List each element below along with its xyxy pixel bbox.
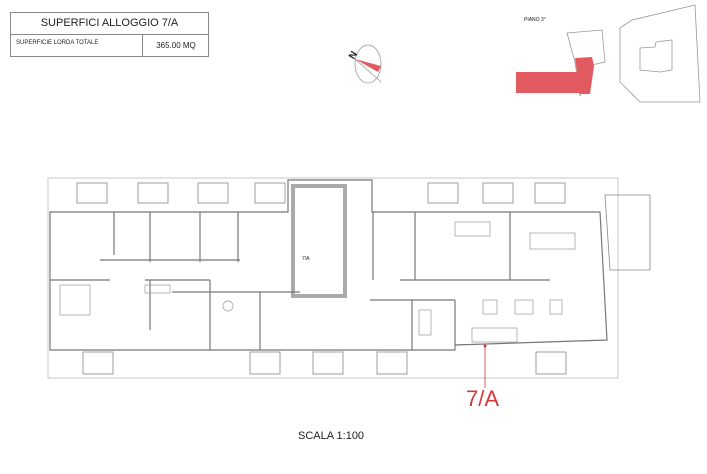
area-table: SUPERFICI ALLOGGIO 7/A SUPERFICIE LORDA …	[10, 12, 209, 57]
stair-label: 7/A	[302, 256, 310, 262]
compass-icon	[354, 44, 382, 84]
area-table-title: SUPERFICI ALLOGGIO 7/A	[11, 13, 208, 35]
furniture	[59, 221, 576, 343]
plan-walls	[47, 177, 619, 379]
area-label: SUPERFICIE LORDA TOTALE	[16, 40, 99, 46]
area-value: 365.00 MQ	[142, 35, 209, 56]
unit-marker	[483, 344, 487, 348]
site-plan	[516, 4, 701, 103]
unit-label: 7/A	[466, 386, 500, 411]
scale-label: SCALA 1:100	[298, 430, 365, 442]
floor-label: PIANO 3°	[524, 17, 546, 23]
windows	[76, 182, 651, 375]
